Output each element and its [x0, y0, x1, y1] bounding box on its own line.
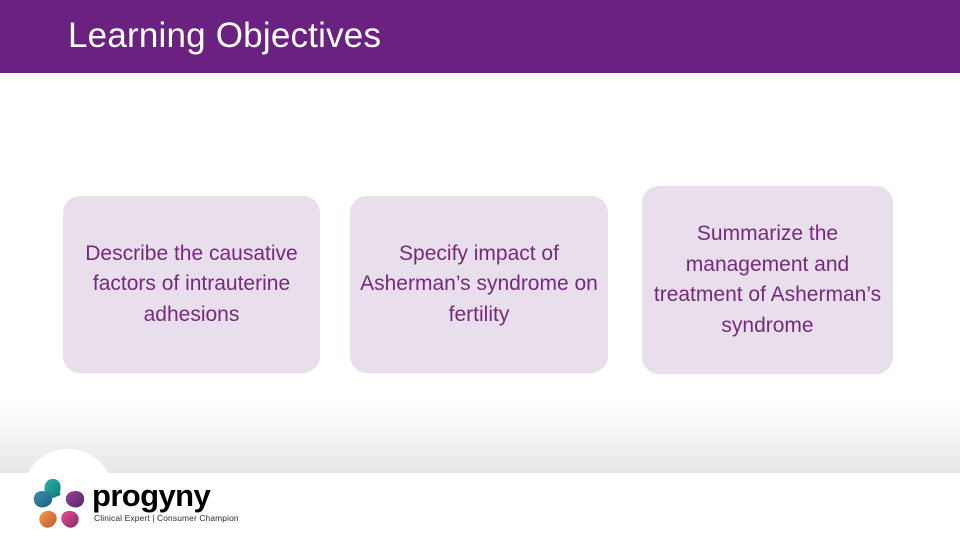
- bottom-gradient-band: [0, 394, 960, 473]
- objective-card-1: Describe the causative factors of intrau…: [63, 196, 320, 373]
- title-bar: Learning Objectives: [0, 0, 960, 73]
- objective-card-2: Specify impact of Asherman’s syndrome on…: [350, 196, 608, 373]
- objective-card-2-text: Specify impact of Asherman’s syndrome on…: [360, 241, 598, 326]
- objective-card-1-text: Describe the causative factors of intrau…: [85, 241, 298, 326]
- objective-card-3: Summarize the management and treatment o…: [642, 186, 893, 374]
- progyny-tagline: Clinical Expert | Consumer Champion: [94, 513, 239, 523]
- objective-card-3-text: Summarize the management and treatment o…: [653, 222, 882, 337]
- progyny-logo: progyny Clinical Expert | Consumer Champ…: [30, 476, 239, 530]
- progyny-pinwheel-icon: [30, 476, 88, 530]
- progyny-wordmark: progyny: [92, 478, 211, 513]
- page-title: Learning Objectives: [68, 16, 382, 55]
- bottom-white-band: [0, 473, 960, 540]
